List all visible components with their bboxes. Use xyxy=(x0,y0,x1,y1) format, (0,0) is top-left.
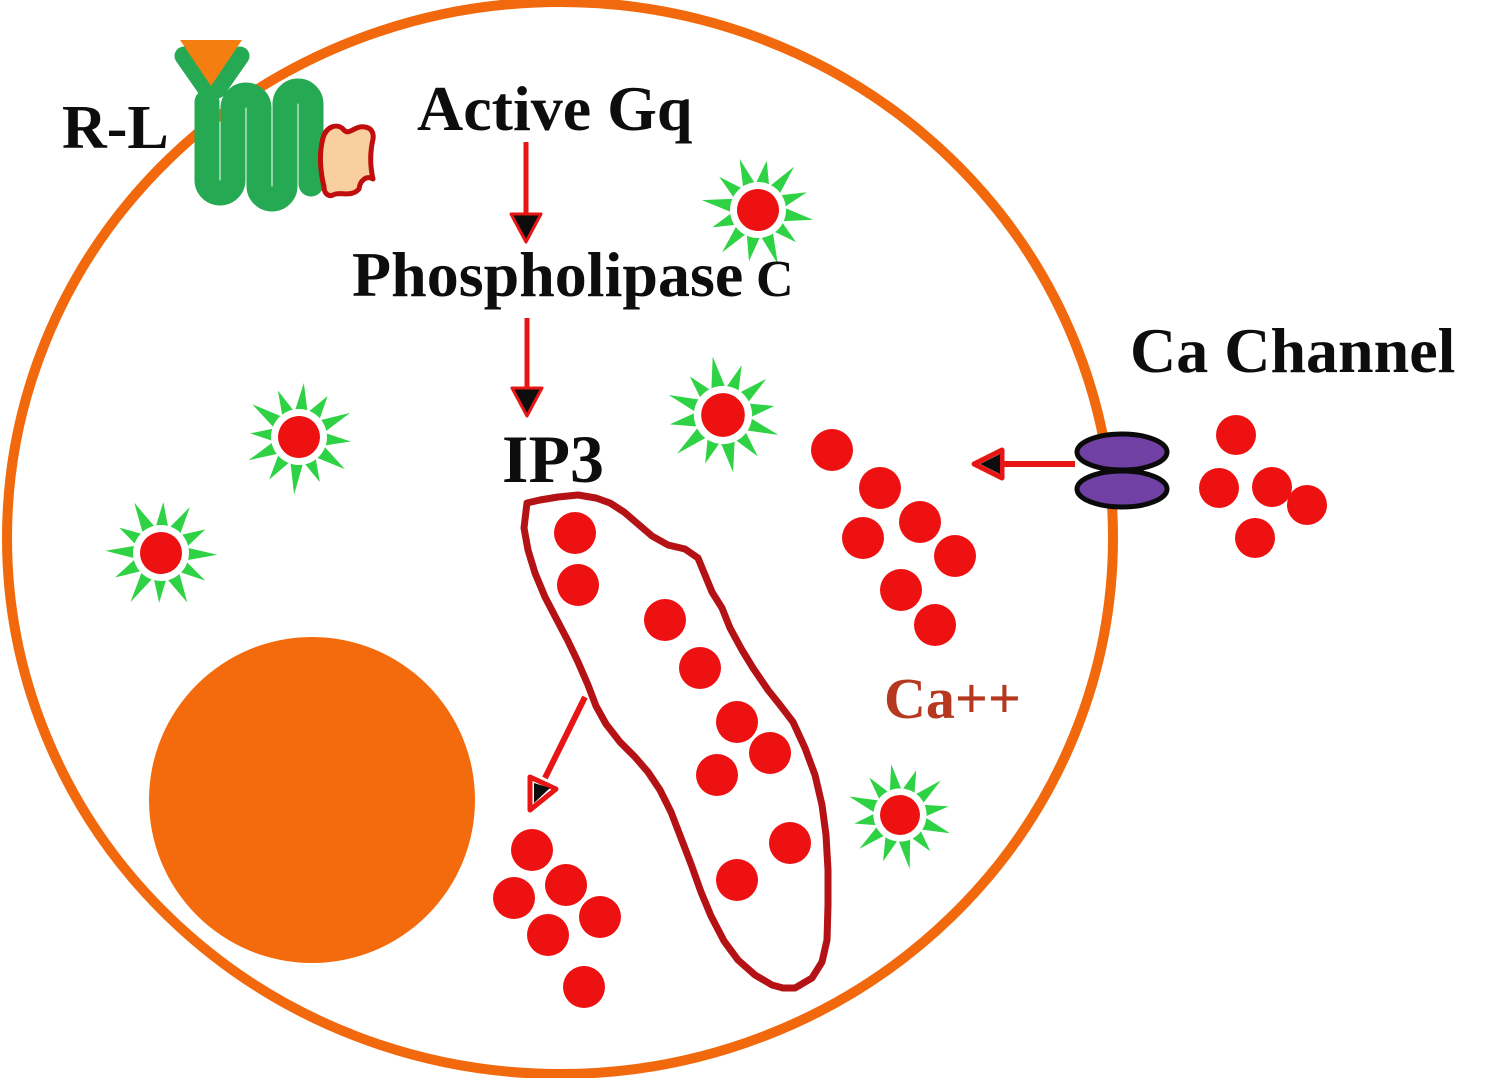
receptor-ligand-label: R-L xyxy=(62,94,169,162)
starburst-icon xyxy=(88,479,232,627)
calcium-ion-dot xyxy=(493,877,535,919)
cytosol-calcium-ions xyxy=(811,429,976,646)
er-release-arrow xyxy=(527,695,588,813)
released-calcium-ions xyxy=(493,829,621,1008)
g-protein xyxy=(318,123,376,198)
phospholipase-label: Phospholipase xyxy=(352,239,743,310)
calcium-ion-dot xyxy=(914,604,956,646)
calcium-ion-dot xyxy=(557,564,599,606)
calcium-ion-dot xyxy=(749,732,791,774)
calcium-ions-label: Ca++ xyxy=(884,666,1021,731)
ip3-label: IP3 xyxy=(502,421,604,497)
cell-membrane xyxy=(2,0,1118,1078)
starburst-icon xyxy=(659,347,785,482)
calcium-ion-dot xyxy=(811,429,853,471)
calcium-ion-dot xyxy=(716,701,758,743)
calcium-ion-dot xyxy=(1199,468,1239,508)
calcium-ion-dot xyxy=(644,599,686,641)
calcium-ion-dot xyxy=(1287,485,1327,525)
nucleus xyxy=(149,637,475,963)
calcium-ion-dot xyxy=(545,864,587,906)
gq-to-plc-arrow xyxy=(509,142,543,244)
ligand-triangle xyxy=(180,40,242,86)
calcium-ion-dot xyxy=(859,467,901,509)
plc-to-ip3-arrow xyxy=(510,318,544,418)
calcium-ion-dot xyxy=(1216,415,1256,455)
calcium-ion-dot xyxy=(554,512,596,554)
ca-channel-protein xyxy=(1074,431,1170,510)
calcium-ion-dot xyxy=(563,966,605,1008)
er-calcium-ions xyxy=(554,512,811,901)
ca-channel-label: Ca Channel xyxy=(1130,315,1455,386)
calcium-ion-dot xyxy=(934,535,976,577)
calcium-ion-dot xyxy=(579,896,621,938)
calcium-ion-dot xyxy=(1252,467,1292,507)
calcium-ion-dot xyxy=(527,914,569,956)
starburst-icon xyxy=(832,751,967,880)
calcium-ion-dot xyxy=(899,501,941,543)
channel-influx-arrow xyxy=(971,447,1075,481)
calcium-ion-dot xyxy=(511,829,553,871)
calcium-ion-dot xyxy=(880,569,922,611)
calcium-ion-dot xyxy=(679,647,721,689)
calcium-ion-dot xyxy=(1235,518,1275,558)
calcium-ion-dot xyxy=(769,822,811,864)
calcium-ion-dot xyxy=(696,754,738,796)
gpcr-receptor xyxy=(174,46,324,212)
extracellular-calcium-ions xyxy=(1199,415,1327,558)
phospholipase-c-suffix: C xyxy=(756,251,794,308)
calcium-ion-dot xyxy=(716,859,758,901)
calcium-ion-dot xyxy=(842,517,884,559)
active-gq-label: Active Gq xyxy=(417,73,693,144)
endoplasmic-reticulum xyxy=(520,491,832,992)
starburst-icon xyxy=(222,363,374,512)
